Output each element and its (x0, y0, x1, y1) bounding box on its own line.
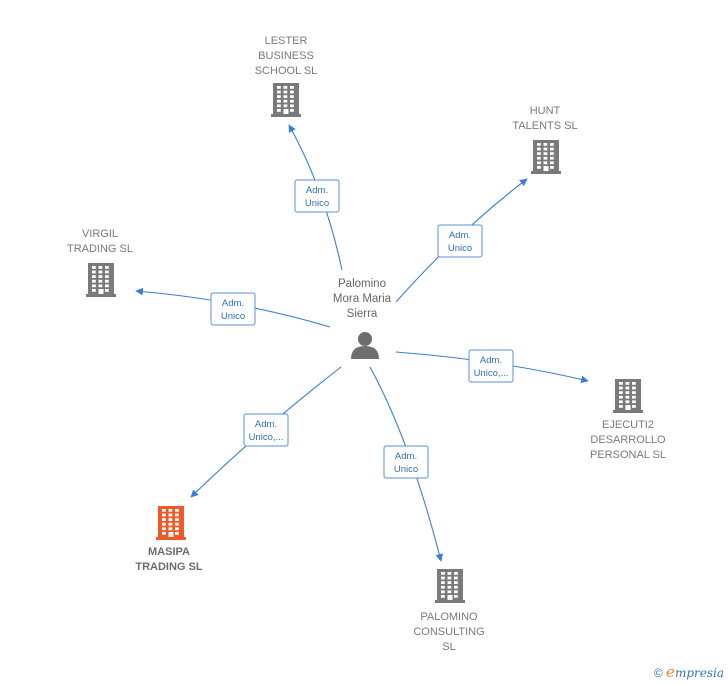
relation-label-line: Unico (448, 243, 472, 254)
company-name-line: PALOMINO (420, 611, 478, 623)
copyright-symbol: © (653, 666, 663, 680)
brand-logo-e: e (666, 663, 675, 681)
relation-label-line: Unico,... (249, 432, 284, 443)
relation-label-box[interactable] (243, 413, 289, 447)
center-person-name-line: Palomino (338, 278, 386, 290)
building-icon[interactable] (531, 140, 561, 174)
relation-label: Adm. Unico,... (249, 419, 284, 443)
relation-virgil[interactable]: Adm. Unico (135, 287, 331, 328)
relation-label-line: Unico (221, 311, 245, 322)
company-name-line: CONSULTING (413, 626, 484, 638)
company-name-line: TRADING SL (67, 243, 133, 255)
company-name: VIRGIL TRADING SL (67, 228, 133, 255)
company-node-lester[interactable]: LESTER BUSINESS SCHOOL SL (255, 35, 318, 117)
relation-label-line: Adm. (395, 451, 417, 462)
building-icon[interactable] (156, 506, 186, 540)
person-icon[interactable] (351, 332, 379, 359)
relation-label-line: Adm. (449, 230, 471, 241)
relation-label: Adm. Unico (305, 185, 329, 209)
relation-label-line: Adm. (306, 185, 328, 196)
building-icon[interactable] (86, 263, 116, 297)
company-name: LESTER BUSINESS SCHOOL SL (255, 35, 318, 77)
relation-label-line: Unico (394, 464, 418, 475)
empresia-watermark: © empresia (654, 663, 724, 681)
relation-label-line: Adm. (255, 419, 277, 430)
company-name-line: HUNT (530, 105, 561, 117)
company-node-hunt[interactable]: HUNT TALENTS SL (512, 105, 578, 174)
company-name-line: VIRGIL (82, 228, 118, 240)
company-name-line: EJECUTI2 (602, 419, 654, 431)
relation-label: Adm. Unico,... (474, 355, 509, 379)
company-name: PALOMINO CONSULTING SL (413, 611, 484, 653)
relation-label: Adm. Unico (394, 451, 418, 475)
relation-ejecuti2[interactable]: Adm. Unico,... (395, 349, 589, 384)
company-name: HUNT TALENTS SL (512, 105, 577, 132)
company-node-palomino[interactable]: PALOMINO CONSULTING SL (413, 569, 485, 653)
company-name: MASIPA TRADING SL (135, 546, 203, 573)
edges-layer: Adm.UnicoAdm.UnicoAdm.UnicoAdm.Unico,...… (135, 124, 589, 562)
relation-lester[interactable]: Adm. Unico (288, 124, 343, 271)
relation-hunt[interactable]: Adm. Unico (395, 178, 528, 303)
relation-label-line: Unico,... (474, 368, 509, 379)
relation-label-box[interactable] (294, 179, 340, 213)
company-name-line: DESARROLLO (590, 434, 666, 446)
company-name-line: LESTER (265, 35, 308, 47)
relation-label-box[interactable] (468, 349, 514, 383)
relation-label: Adm. Unico (221, 298, 245, 322)
relation-label: Adm. Unico (448, 230, 472, 254)
relation-label-line: Adm. (222, 298, 244, 309)
relation-label-box[interactable] (210, 292, 256, 326)
building-icon[interactable] (435, 569, 465, 603)
center-person-name-line: Sierra (347, 308, 378, 320)
relation-label-line: Adm. (480, 355, 502, 366)
building-icon[interactable] (271, 83, 301, 117)
relation-palomino[interactable]: Adm. Unico (369, 366, 444, 562)
building-icon[interactable] (613, 379, 643, 413)
company-name-line: SCHOOL SL (255, 65, 318, 77)
company-name-line: MASIPA (148, 546, 190, 558)
relation-masipa[interactable]: Adm. Unico,... (190, 366, 342, 498)
brand-logo-text: mpresia (674, 666, 724, 680)
company-name-line: SL (442, 641, 455, 653)
company-node-masipa[interactable]: MASIPA TRADING SL (135, 506, 203, 573)
company-node-virgil[interactable]: VIRGIL TRADING SL (67, 228, 133, 297)
relation-label-box[interactable] (437, 224, 483, 258)
relation-label-box[interactable] (383, 445, 429, 479)
company-name-line: TALENTS SL (512, 120, 577, 132)
company-name-line: PERSONAL SL (590, 449, 666, 461)
company-name-line: TRADING SL (135, 561, 203, 573)
relation-label-line: Unico (305, 198, 329, 209)
center-person-name-line: Mora Maria (333, 293, 392, 305)
company-name-line: BUSINESS (258, 50, 314, 62)
